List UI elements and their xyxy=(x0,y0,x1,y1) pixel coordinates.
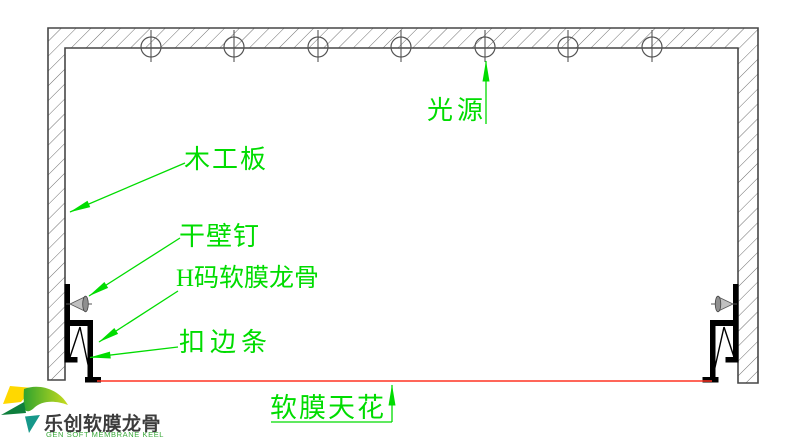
light-source-icon xyxy=(307,30,329,62)
leader-arrow-h-code-keel xyxy=(98,290,179,343)
keel-profile-left xyxy=(64,284,101,383)
leader-arrows xyxy=(69,60,490,423)
logo-swoosh-green xyxy=(23,386,68,412)
light-source-icon xyxy=(474,30,496,62)
label-membrane-ceiling: 软膜天花 xyxy=(270,393,386,423)
leader-arrow-drywall-nail xyxy=(88,237,181,297)
light-source-row xyxy=(140,30,663,62)
light-source-icon xyxy=(223,30,245,62)
label-light-source: 光源 xyxy=(427,96,488,125)
logo-subtitle-en: GEN SOFT MEMBRANE KEEL xyxy=(46,430,165,439)
wall-section-hatched xyxy=(47,27,759,384)
logo-mark xyxy=(1,386,68,433)
label-edge-trim: 扣边条 xyxy=(179,328,273,357)
keel-profile-right xyxy=(702,284,739,383)
light-source-icon xyxy=(641,30,663,62)
label-h-code-keel: H码软膜龙骨 xyxy=(176,265,320,292)
logo-blade-teal xyxy=(25,415,40,433)
light-source-icon xyxy=(140,30,162,62)
drywall-nail-icon xyxy=(711,295,737,313)
leader-arrow-wood-board xyxy=(69,162,186,213)
logo-title-cn: 乐创软膜龙骨 xyxy=(44,414,162,435)
logo-blade-darkgreen xyxy=(1,402,26,415)
light-source-icon xyxy=(390,30,412,62)
label-wood-board: 木工板 xyxy=(184,145,269,174)
leader-arrow-edge-trim xyxy=(89,346,179,359)
light-source-icon xyxy=(557,30,579,62)
drywall-nail-icon xyxy=(66,295,92,313)
label-drywall-nail: 干壁钉 xyxy=(179,222,261,251)
